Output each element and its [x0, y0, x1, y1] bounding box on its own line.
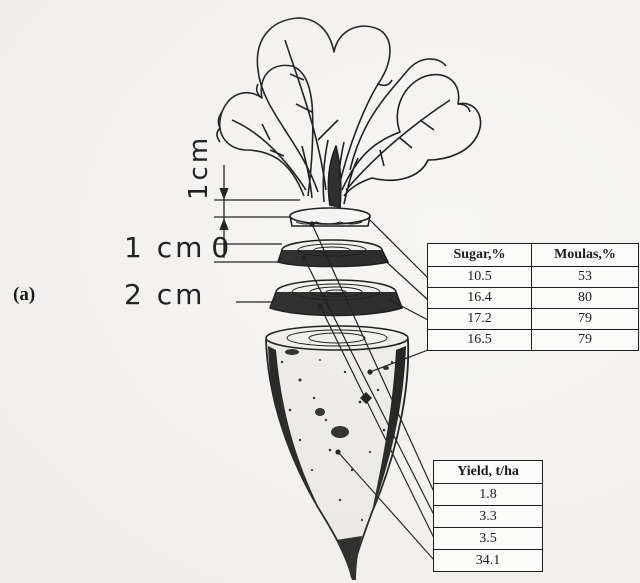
sugar-molasses-table: Sugar,% Moulas,% 10.5 53 16.4 80 17.2 79… [427, 243, 639, 351]
sugar-cell: 16.4 [428, 288, 532, 309]
table-row: 16.5 79 [428, 330, 639, 351]
vertical-measure-label: 1cm [186, 135, 212, 200]
table-row: 34.1 [434, 550, 543, 572]
molasses-cell: 79 [532, 330, 639, 351]
table-header-row: Sugar,% Moulas,% [428, 244, 639, 267]
table-row: 3.3 [434, 506, 543, 528]
root-tip [336, 536, 362, 580]
sprout [328, 146, 340, 208]
leaf-right [342, 75, 481, 196]
slice-2-label: 2 cm [124, 281, 205, 309]
yield-cell: 3.3 [434, 506, 543, 528]
sugar-header: Sugar,% [428, 244, 532, 267]
crown-top-slice [290, 208, 370, 226]
table-row: 17.2 79 [428, 309, 639, 330]
yield-cell: 1.8 [434, 484, 543, 506]
sugar-cell: 10.5 [428, 267, 532, 288]
molasses-cell: 53 [532, 267, 639, 288]
panel-label: (a) [13, 284, 35, 306]
yield-cell: 34.1 [434, 550, 543, 572]
yield-cell: 3.5 [434, 528, 543, 550]
slice-1-text: 1 cm [124, 231, 205, 264]
slice-2-disc [270, 280, 402, 316]
molasses-cell: 80 [532, 288, 639, 309]
yield-header: Yield, t/ha [434, 461, 543, 484]
table-row: 10.5 53 [428, 267, 639, 288]
petiole-2 [323, 140, 328, 202]
leaves [217, 18, 481, 208]
leaf-left [220, 65, 313, 196]
slice-1-disc [278, 240, 388, 267]
table-row: 3.5 [434, 528, 543, 550]
table-header-row: Yield, t/ha [434, 461, 543, 484]
sugar-cell: 17.2 [428, 309, 532, 330]
yield-table: Yield, t/ha 1.8 3.3 3.5 34.1 [433, 460, 543, 572]
table-row: 1.8 [434, 484, 543, 506]
table-row: 16.4 80 [428, 288, 639, 309]
sugar-cell: 16.5 [428, 330, 532, 351]
molasses-cell: 79 [532, 309, 639, 330]
molasses-header: Moulas,% [532, 244, 639, 267]
slice-1-suffix: 0 [211, 231, 232, 264]
